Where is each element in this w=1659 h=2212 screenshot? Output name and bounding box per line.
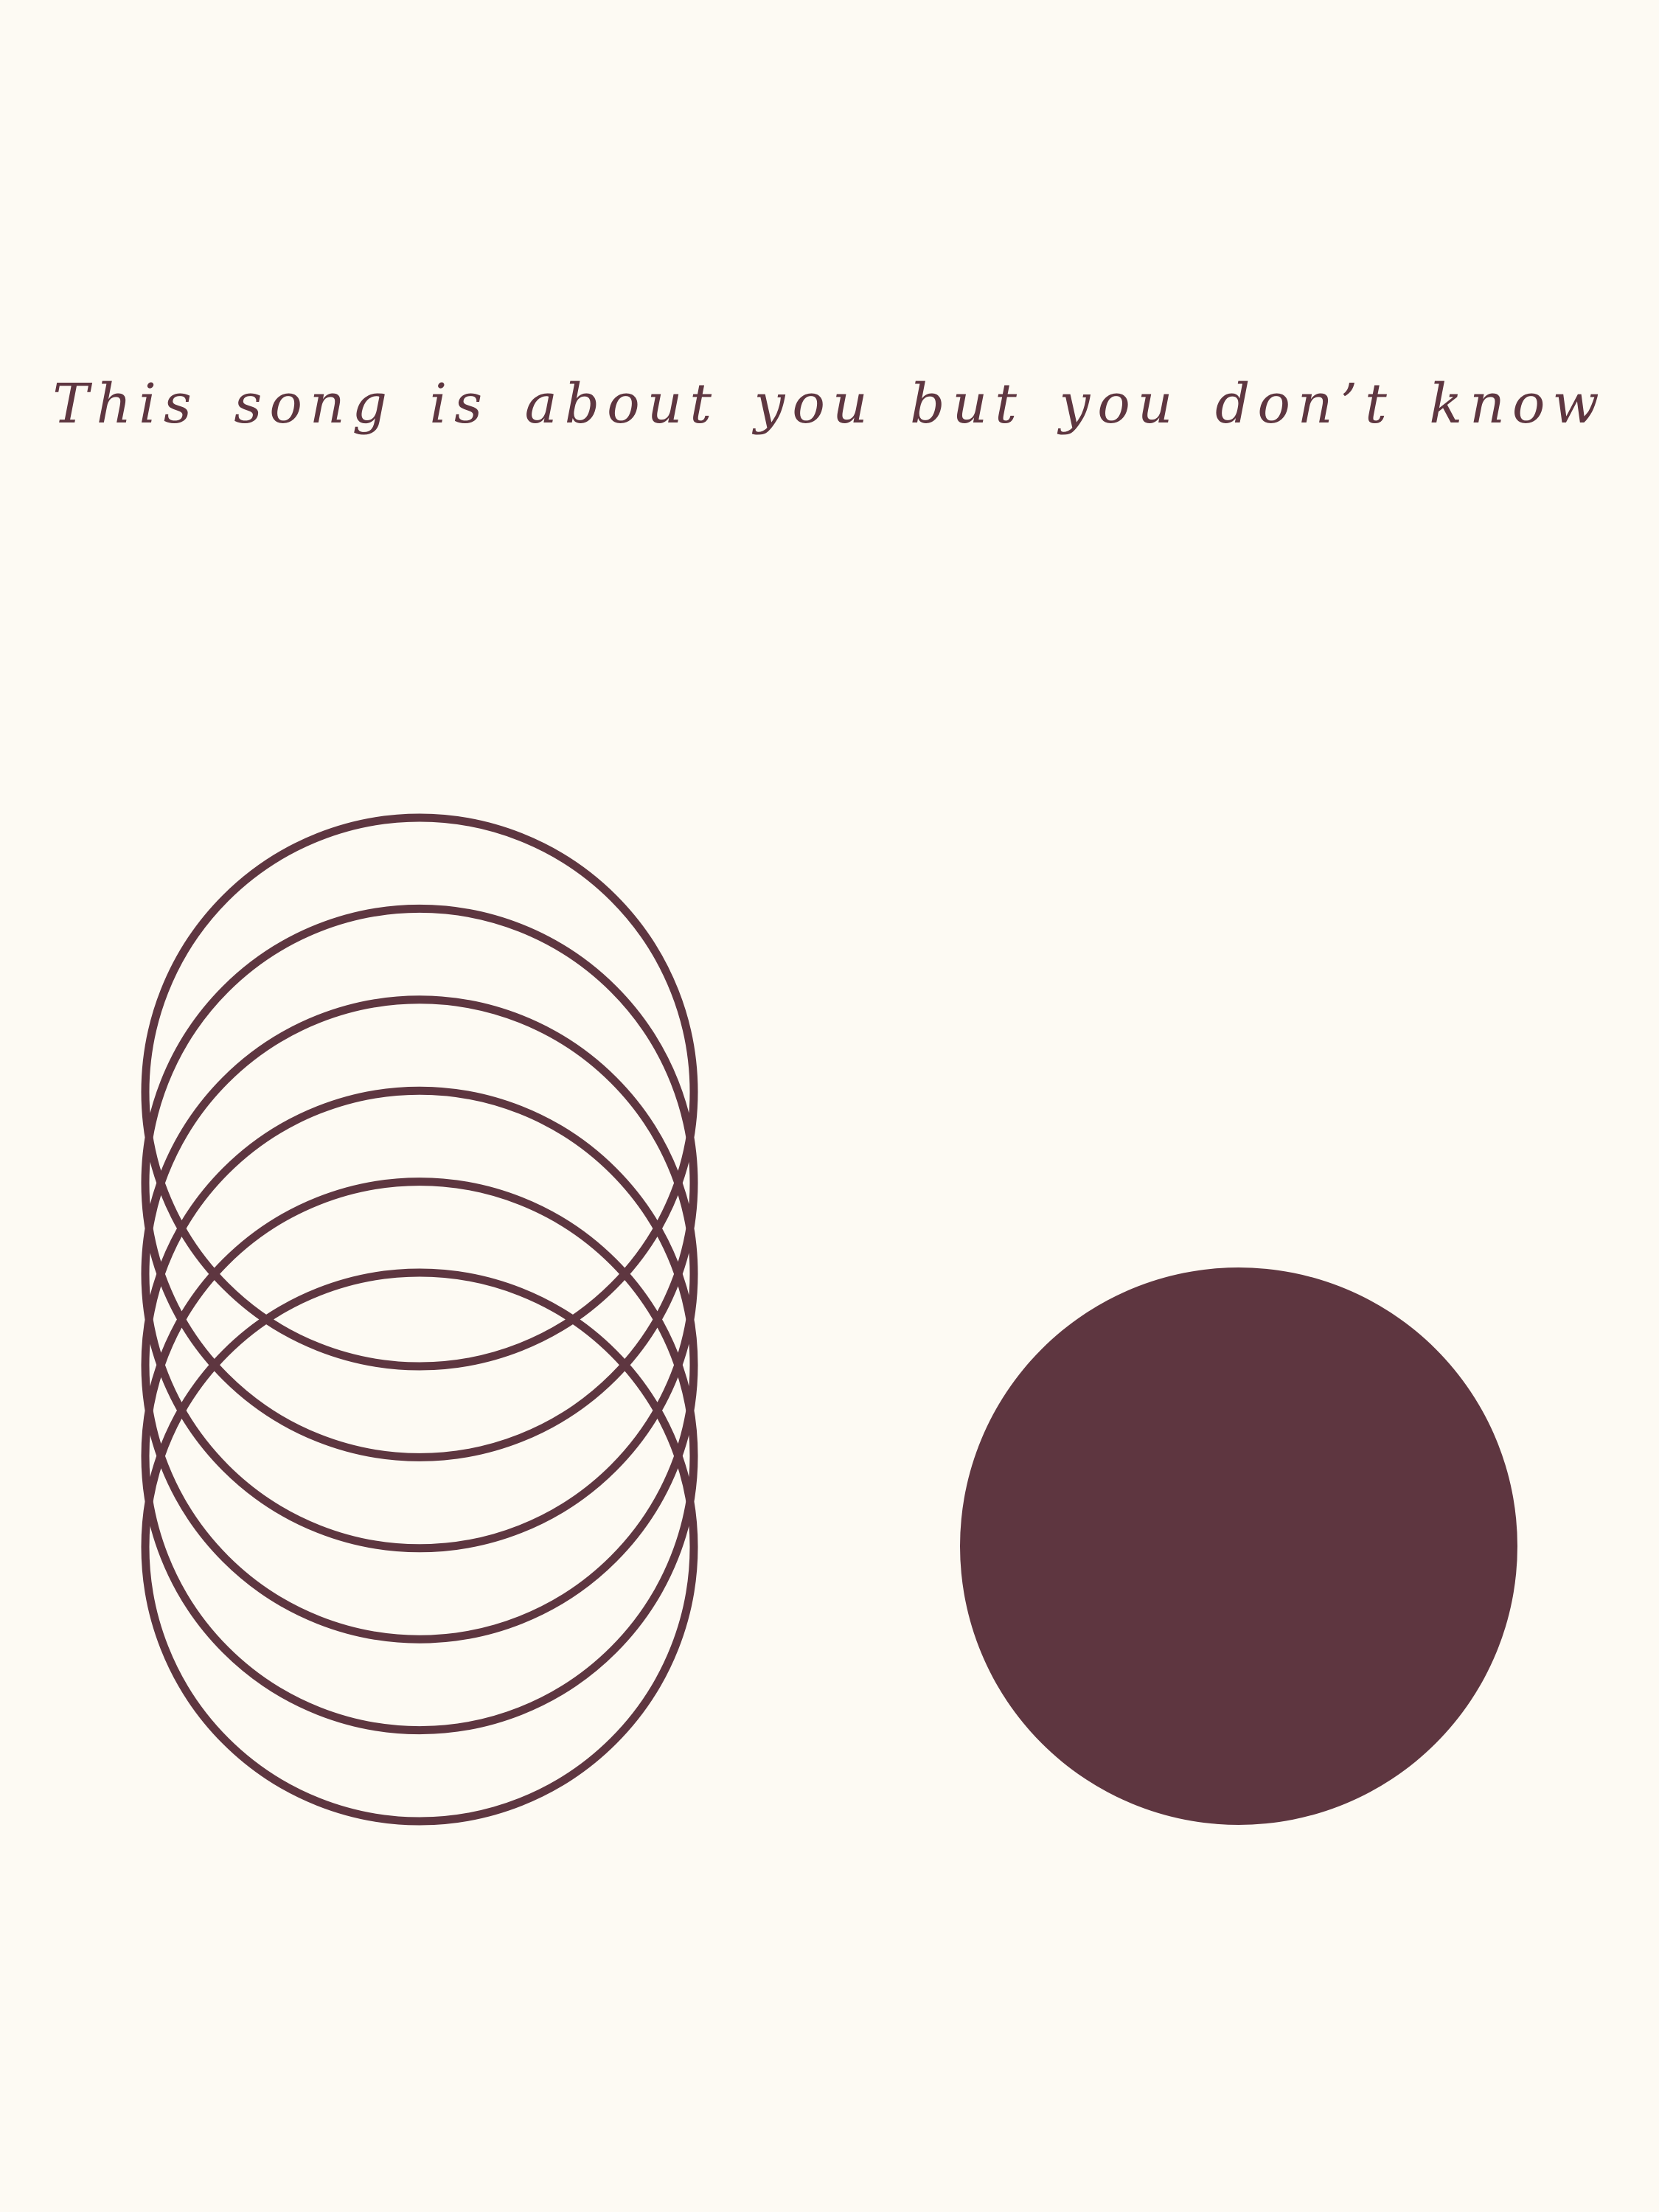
ring-3 xyxy=(141,995,698,1553)
ring-6 xyxy=(141,1268,698,1826)
stacked-rings-icon xyxy=(141,813,698,1826)
solid-disc-icon xyxy=(960,1267,1517,1825)
poster-tagline: This song is about you but you don’t kno… xyxy=(52,372,1607,436)
ring-4 xyxy=(141,1086,698,1644)
ring-2 xyxy=(141,904,698,1461)
ring-5 xyxy=(141,1178,698,1735)
ring-1 xyxy=(141,813,698,1371)
